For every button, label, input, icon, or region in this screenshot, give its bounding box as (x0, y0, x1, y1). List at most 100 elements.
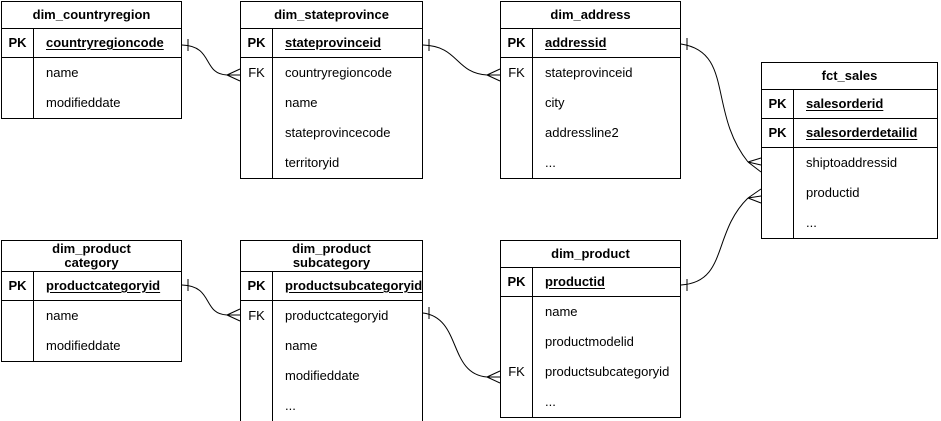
field-name: name (285, 338, 318, 353)
table-title: dim_product subcategory (241, 241, 422, 272)
table-dim-stateprovince[interactable]: dim_stateprovince PK stateprovinceid FK … (240, 1, 423, 179)
pk-label: PK (241, 272, 273, 300)
field-name: territoryid (285, 155, 340, 170)
table-dim-productsubcategory[interactable]: dim_product subcategory PK productsubcat… (240, 240, 423, 421)
connector-productcategory-to-productsubcategory (181, 279, 241, 322)
field-ellipsis: ... (545, 394, 556, 409)
table-row: name (241, 88, 422, 118)
table-row: ... (501, 148, 680, 178)
crow-foot-many (747, 188, 762, 204)
field-name: stateprovinceid (545, 65, 633, 80)
gutter-cell (501, 88, 533, 118)
pk-label: PK (501, 268, 533, 296)
field-name: stateprovincecode (285, 125, 391, 140)
field-name: productsubcategoryid (545, 364, 670, 379)
gutter-cell (501, 387, 533, 417)
gutter-cell (241, 331, 273, 361)
field-name: shiptoaddressid (806, 155, 898, 170)
gutter-cell (241, 361, 273, 391)
field-name: productmodelid (545, 334, 634, 349)
pk-label: PK (2, 272, 34, 300)
table-row: PK salesorderdetailid (762, 119, 937, 148)
gutter-cell (762, 148, 794, 178)
table-dim-countryregion[interactable]: dim_countryregion PK countryregioncode n… (1, 1, 182, 119)
table-row: PK productcategoryid (2, 272, 181, 301)
connector-productsubcategory-to-product (422, 307, 501, 384)
table-row: FK productsubcategoryid (501, 357, 680, 387)
table-dim-product[interactable]: dim_product PK productid name productmod… (500, 240, 681, 418)
table-title: dim_product category (2, 241, 181, 272)
fk-label: FK (241, 58, 273, 88)
table-row: productid (762, 178, 937, 208)
gutter-cell (2, 301, 34, 331)
field-name: modifieddate (46, 338, 121, 353)
gutter-cell (241, 88, 273, 118)
pk-label: PK (501, 29, 533, 57)
fk-label: FK (501, 357, 533, 387)
pk-field: salesorderdetailid (806, 125, 918, 140)
pk-label: PK (2, 29, 34, 57)
field-name: city (545, 95, 565, 110)
crow-foot-many (226, 308, 241, 322)
crow-foot-many (226, 68, 241, 82)
field-ellipsis: ... (545, 155, 556, 170)
table-row: stateprovincecode (241, 118, 422, 148)
table-title: dim_countryregion (2, 2, 181, 29)
table-title: fct_sales (762, 63, 937, 90)
table-dim-address[interactable]: dim_address PK addressid FK stateprovinc… (500, 1, 681, 179)
field-name: name (285, 95, 318, 110)
table-row: PK productsubcategoryid (241, 272, 422, 301)
table-row: name (2, 58, 181, 88)
table-row: modifieddate (241, 361, 422, 391)
table-title: dim_address (501, 2, 680, 29)
gutter-cell (501, 148, 533, 178)
table-row: addressline2 (501, 118, 680, 148)
field-name: name (46, 308, 79, 323)
table-row: territoryid (241, 148, 422, 178)
gutter-cell (2, 58, 34, 88)
crow-foot-many (747, 157, 762, 173)
connector-product-to-fctsales (680, 188, 762, 291)
connector-line (422, 44, 488, 76)
connector-line (181, 44, 228, 76)
table-row: name (501, 297, 680, 327)
table-row: PK addressid (501, 29, 680, 58)
gutter-cell (241, 391, 273, 421)
pk-field: productsubcategoryid (285, 278, 423, 293)
table-row: shiptoaddressid (762, 148, 937, 178)
field-name: modifieddate (285, 368, 360, 383)
field-name: modifieddate (46, 95, 121, 110)
field-name: productcategoryid (285, 308, 389, 323)
field-name: name (46, 65, 79, 80)
field-name: name (545, 304, 578, 319)
fk-label: FK (241, 301, 273, 331)
table-row: name (241, 331, 422, 361)
gutter-cell (501, 297, 533, 327)
table-fct-sales[interactable]: fct_sales PK salesorderid PK salesorderd… (761, 62, 938, 239)
gutter-cell (2, 331, 34, 361)
crow-foot-many (486, 68, 501, 82)
pk-field: salesorderid (806, 96, 884, 111)
pk-label: PK (762, 119, 794, 147)
pk-label: PK (762, 90, 794, 118)
field-ellipsis: ... (285, 398, 296, 413)
pk-field: addressid (545, 35, 607, 50)
table-row: productmodelid (501, 327, 680, 357)
connector-line (422, 312, 488, 378)
pk-field: productcategoryid (46, 278, 161, 293)
table-title: dim_stateprovince (241, 2, 422, 29)
connector-line (680, 43, 749, 163)
table-dim-productcategory[interactable]: dim_product category PK productcategoryi… (1, 240, 182, 362)
field-name: addressline2 (545, 125, 619, 140)
connector-stateprovince-to-address (422, 39, 501, 82)
table-row: FK stateprovinceid (501, 58, 680, 88)
gutter-cell (241, 118, 273, 148)
gutter-cell (762, 178, 794, 208)
field-ellipsis: ... (806, 215, 817, 230)
table-row: modifieddate (2, 331, 181, 361)
pk-label: PK (241, 29, 273, 57)
table-row: ... (241, 391, 422, 421)
table-title: dim_product (501, 241, 680, 268)
connector-address-to-fctsales (680, 38, 762, 173)
